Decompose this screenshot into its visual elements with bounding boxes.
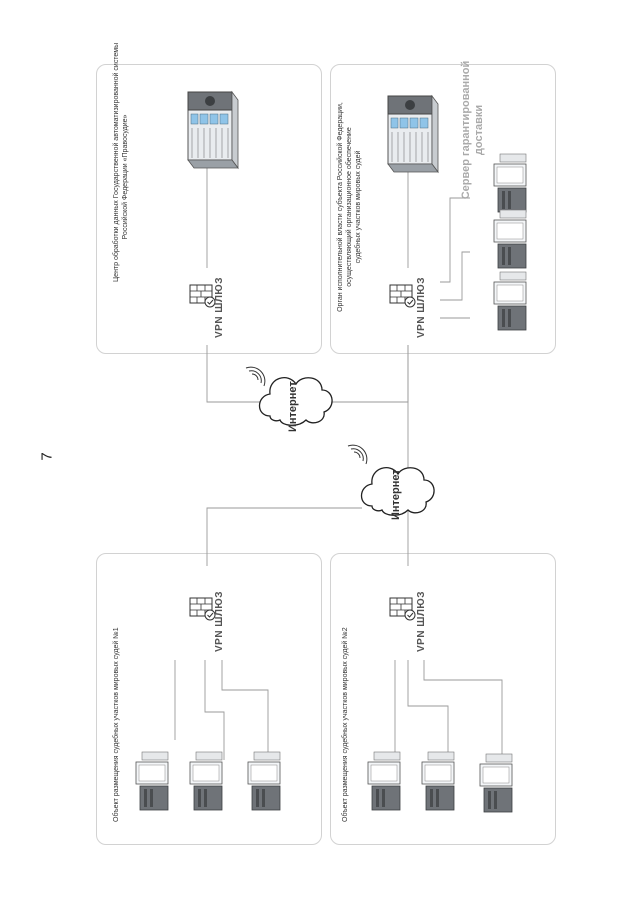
court2-workstation-icon bbox=[421, 751, 455, 811]
court2-firewall-icon bbox=[389, 597, 416, 621]
regional-workstation-icon bbox=[493, 209, 527, 269]
court-site-1-caption: Объект размещения судебных участков миро… bbox=[113, 627, 120, 822]
court1-workstation-icon bbox=[135, 751, 169, 811]
internet-label-1: Интернет bbox=[287, 381, 299, 432]
regional-workstation-icon bbox=[493, 271, 527, 331]
court2-workstation-icon bbox=[367, 751, 401, 811]
court1-workstation-icon bbox=[189, 751, 223, 811]
court1-firewall-icon bbox=[189, 597, 216, 621]
court2-workstation-icon bbox=[479, 753, 513, 813]
court1-vpn-label: VPN ШЛЮЗ bbox=[214, 591, 225, 652]
court2-vpn-label: VPN ШЛЮЗ bbox=[416, 591, 427, 652]
datacenter-server-icon bbox=[187, 91, 239, 169]
regional-server-icon bbox=[387, 95, 439, 173]
regional-authority-caption: Орган исполнительной власти субъекта Рос… bbox=[337, 102, 362, 312]
delivery-server-label: Сервер гарантированной доставки bbox=[460, 60, 485, 200]
regional-firewall-icon bbox=[389, 284, 416, 308]
datacenter-caption: Центр обработки данных Государственной а… bbox=[113, 42, 129, 282]
regional-vpn-label: VPN ШЛЮЗ bbox=[416, 277, 427, 338]
court1-workstation-icon bbox=[247, 751, 281, 811]
datacenter-firewall-icon bbox=[189, 284, 216, 308]
regional-workstation-icon bbox=[493, 153, 527, 213]
court-site-2-caption: Объект размещения судебных участков миро… bbox=[342, 627, 349, 822]
internet-label-2: Интернет bbox=[390, 469, 402, 520]
signal-icon-1 bbox=[245, 366, 266, 387]
signal-icon-2 bbox=[347, 444, 368, 465]
connection-lines bbox=[174, 150, 503, 760]
datacenter-vpn-label: VPN ШЛЮЗ bbox=[214, 277, 225, 338]
